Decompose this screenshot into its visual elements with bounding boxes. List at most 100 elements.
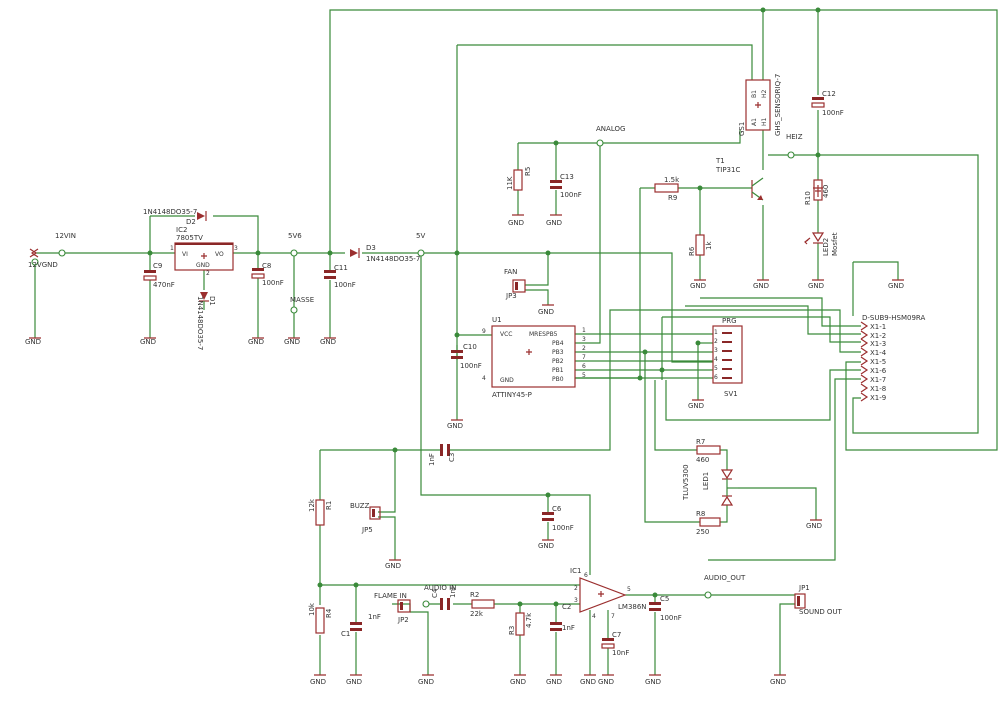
- svg-text:1N4148DO35-7: 1N4148DO35-7: [366, 255, 420, 263]
- svg-text:GND: GND: [508, 219, 524, 227]
- svg-text:GND: GND: [598, 678, 614, 686]
- svg-text:X1-7: X1-7: [870, 376, 886, 384]
- svg-text:C2: C2: [562, 603, 571, 611]
- svg-text:C6: C6: [552, 505, 562, 513]
- svg-text:GND: GND: [500, 377, 514, 384]
- svg-text:VO: VO: [215, 251, 224, 258]
- svg-text:12k: 12k: [308, 498, 316, 512]
- svg-text:C3: C3: [448, 453, 456, 462]
- svg-text:H2: H2: [761, 89, 768, 98]
- svg-text:7: 7: [582, 354, 586, 361]
- svg-text:LED2: LED2: [822, 238, 830, 256]
- diode-d3: [350, 248, 360, 258]
- svg-text:100nF: 100nF: [560, 191, 582, 199]
- svg-text:1: 1: [714, 329, 718, 336]
- svg-text:GND: GND: [688, 402, 704, 410]
- svg-text:GND: GND: [806, 522, 822, 530]
- svg-text:R3: R3: [508, 626, 516, 635]
- svg-text:LM386N: LM386N: [618, 603, 647, 611]
- svg-text:X1-3: X1-3: [870, 340, 886, 348]
- svg-text:7: 7: [611, 613, 615, 620]
- svg-text:4: 4: [714, 356, 718, 363]
- svg-text:D2: D2: [186, 218, 196, 226]
- svg-text:GND: GND: [510, 678, 526, 686]
- svg-text:H1: H1: [761, 117, 768, 126]
- label-flame-in: FLAME IN: [374, 592, 407, 600]
- svg-text:X1-6: X1-6: [870, 367, 887, 375]
- svg-text:11K: 11K: [506, 176, 514, 190]
- label-audio-out: AUDIO_OUT: [704, 574, 746, 582]
- svg-text:GND: GND: [808, 282, 824, 290]
- led1: [720, 469, 738, 506]
- input-terminal: [29, 248, 39, 258]
- svg-text:GND: GND: [580, 678, 596, 686]
- svg-text:T1: T1: [715, 157, 725, 165]
- svg-text:ATTINY45-P: ATTINY45-P: [492, 391, 532, 399]
- svg-text:Mosfet: Mosfet: [831, 232, 839, 256]
- svg-text:U1: U1: [492, 316, 502, 324]
- component-labels: IC2 7805TV VI VO GND 1 3 2 1N4148DO35-7 …: [143, 74, 925, 657]
- net-labels: 12VIN 12VGND 5V6 5V MASSE ANALOG HEIZ FA…: [28, 125, 843, 616]
- svg-text:GND: GND: [546, 219, 562, 227]
- svg-text:R2: R2: [470, 591, 479, 599]
- svg-text:GND: GND: [248, 338, 264, 346]
- svg-text:D1: D1: [208, 296, 216, 306]
- svg-text:C9: C9: [153, 262, 162, 270]
- ic2-regulator: [174, 242, 234, 271]
- svg-text:JP2: JP2: [397, 616, 409, 624]
- x1-dsub9-pins: [860, 321, 869, 402]
- svg-text:100nF: 100nF: [262, 279, 284, 287]
- label-analog: ANALOG: [596, 125, 625, 133]
- junctions: [147, 7, 821, 607]
- svg-text:1: 1: [582, 327, 586, 334]
- svg-text:R5: R5: [524, 167, 532, 176]
- label-buzz: BUZZ: [350, 502, 370, 510]
- resistors: [315, 169, 823, 636]
- svg-text:GND: GND: [447, 422, 463, 430]
- svg-text:1N4148DO35-7: 1N4148DO35-7: [196, 296, 204, 350]
- svg-text:D-SUB9-HSM09RA: D-SUB9-HSM09RA: [862, 314, 925, 322]
- svg-text:GND: GND: [284, 338, 300, 346]
- svg-text:B1: B1: [751, 90, 758, 98]
- svg-text:PB0: PB0: [552, 376, 564, 383]
- svg-text:GND: GND: [770, 678, 786, 686]
- svg-text:GND: GND: [196, 262, 210, 269]
- svg-text:GND: GND: [320, 338, 336, 346]
- svg-text:VI: VI: [182, 251, 188, 258]
- led2: [804, 232, 825, 245]
- svg-text:GND: GND: [538, 542, 554, 550]
- svg-text:GHS_SENSORIQ-7: GHS_SENSORIQ-7: [774, 74, 782, 136]
- svg-text:PB4: PB4: [552, 340, 564, 347]
- svg-text:GND: GND: [346, 678, 362, 686]
- label-5v6: 5V6: [288, 232, 302, 240]
- svg-text:TLUV5300: TLUV5300: [682, 464, 690, 501]
- u1-attiny45: [491, 325, 576, 388]
- svg-text:1k: 1k: [705, 241, 713, 250]
- svg-text:6: 6: [584, 572, 588, 579]
- svg-text:GND: GND: [888, 282, 904, 290]
- svg-text:460: 460: [696, 456, 709, 464]
- svg-text:PB1: PB1: [552, 367, 564, 374]
- svg-text:A1: A1: [751, 118, 758, 126]
- svg-text:5: 5: [627, 586, 631, 593]
- svg-text:2: 2: [574, 585, 578, 592]
- ground-labels: GND GND GND GND GND GND GND GND GND GND …: [25, 219, 904, 686]
- svg-text:GND: GND: [418, 678, 434, 686]
- wires: [34, 9, 998, 675]
- svg-text:VCC: VCC: [500, 331, 512, 338]
- svg-text:GND: GND: [310, 678, 326, 686]
- label-fan: FAN: [504, 268, 517, 276]
- svg-text:1nF: 1nF: [449, 585, 457, 598]
- svg-text:IC1: IC1: [570, 567, 581, 575]
- label-5v: 5V: [416, 232, 425, 240]
- svg-text:R6: R6: [688, 246, 696, 256]
- svg-text:2: 2: [582, 345, 586, 352]
- svg-text:R4: R4: [325, 608, 333, 618]
- svg-text:D3: D3: [366, 244, 376, 252]
- svg-text:GND: GND: [140, 338, 156, 346]
- svg-text:GND: GND: [690, 282, 706, 290]
- svg-text:1.5k: 1.5k: [664, 176, 680, 184]
- svg-text:6: 6: [714, 374, 718, 381]
- svg-text:3: 3: [714, 347, 718, 354]
